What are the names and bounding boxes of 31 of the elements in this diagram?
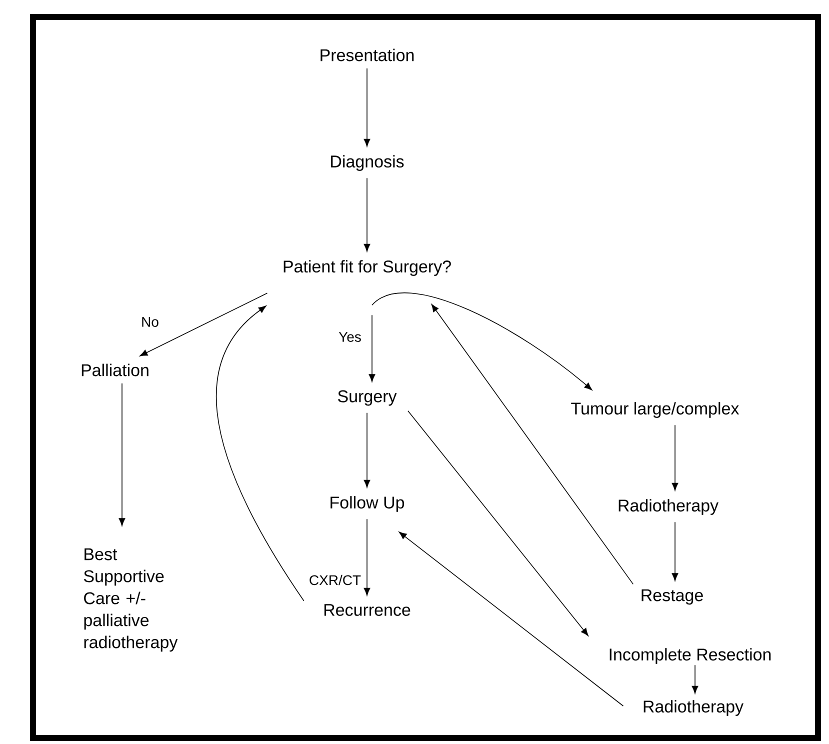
arrow bbox=[140, 292, 268, 356]
edge-label: Yes bbox=[338, 331, 362, 343]
edge-label: CXR/CT bbox=[308, 574, 362, 586]
arrow bbox=[431, 304, 634, 585]
step-text: Patient fit for Surgery? bbox=[284, 260, 451, 276]
step-text: Restage bbox=[642, 589, 703, 605]
arrow bbox=[364, 518, 370, 596]
arrow bbox=[672, 424, 678, 491]
arrow bbox=[692, 664, 698, 694]
step-text: Presentation bbox=[320, 48, 414, 62]
step-text: Follow Up bbox=[330, 496, 404, 512]
arrow bbox=[672, 522, 678, 581]
step-text: Radiotherapy bbox=[618, 499, 719, 515]
arrow bbox=[368, 314, 376, 382]
step-text: Tumour large/complex bbox=[571, 402, 740, 418]
step-text: Radiotherapy bbox=[644, 700, 744, 716]
arrow bbox=[364, 178, 370, 252]
step-text: Surgery bbox=[338, 390, 397, 406]
step-text: Palliation bbox=[82, 364, 148, 376]
arrow bbox=[408, 410, 588, 636]
arrow bbox=[372, 292, 592, 390]
arrow bbox=[118, 383, 126, 526]
edge-label: No bbox=[140, 316, 160, 328]
step-text: Diagnosis bbox=[331, 155, 404, 171]
step-text: Recurrence bbox=[324, 604, 410, 616]
arrow bbox=[216, 306, 304, 602]
step-text: Incomplete Resection bbox=[610, 648, 771, 664]
arrow bbox=[398, 532, 624, 706]
step-text: Best Supportive Care +/- palliative radiotherapy bbox=[84, 548, 178, 652]
arrow bbox=[364, 412, 370, 488]
arrow bbox=[364, 68, 370, 147]
